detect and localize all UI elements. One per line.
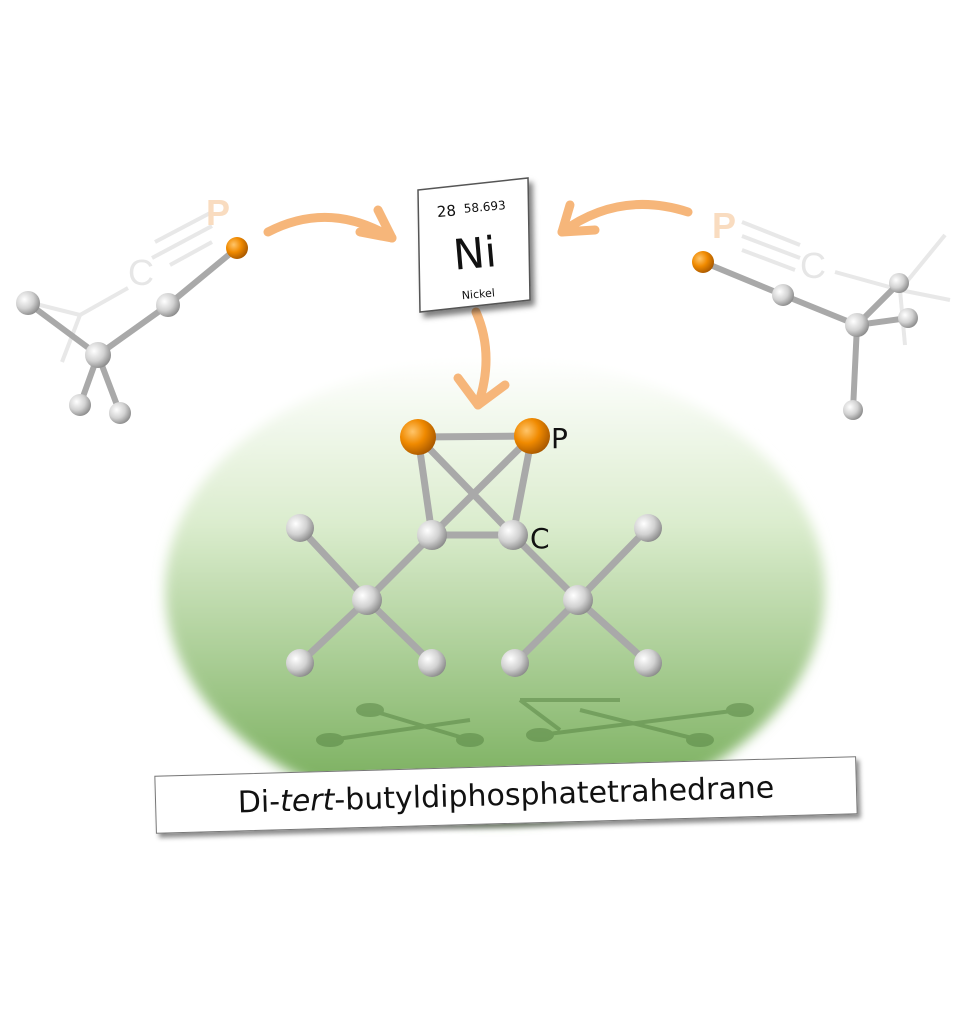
right-faded-p-label: P	[712, 205, 736, 246]
phosphorus-atom	[514, 418, 550, 454]
right-faded-c-label: C	[800, 245, 826, 286]
product-c-label: C	[530, 522, 550, 555]
product-shadow	[316, 698, 754, 747]
name-italic-part: tert	[279, 782, 335, 819]
atomic-number: 28	[436, 201, 457, 221]
phosphorus-atom	[692, 251, 714, 273]
product-model	[286, 418, 662, 677]
green-halo	[165, 358, 825, 822]
arrow-ni-to-product	[471, 307, 491, 410]
element-symbol: Ni	[451, 227, 498, 280]
arrow-right-to-ni	[557, 199, 693, 237]
element-name: Nickel	[461, 286, 495, 302]
left-faded-p-label: P	[206, 192, 230, 233]
product-p-label: P	[551, 422, 568, 455]
right-reactant-model	[692, 251, 918, 420]
left-reactant-model	[16, 237, 248, 424]
nickel-element-card	[417, 177, 531, 313]
name-suffix: -butyldiphosphatetrahedrane	[333, 770, 775, 818]
reaction-arrows	[263, 199, 693, 410]
left-faded-c-label: C	[128, 252, 154, 293]
arrow-left-to-ni	[263, 212, 397, 243]
phosphorus-atom	[226, 237, 248, 259]
atomic-mass: 58.693	[463, 198, 506, 216]
phosphorus-atom	[400, 419, 436, 455]
name-prefix: Di-	[237, 783, 281, 820]
